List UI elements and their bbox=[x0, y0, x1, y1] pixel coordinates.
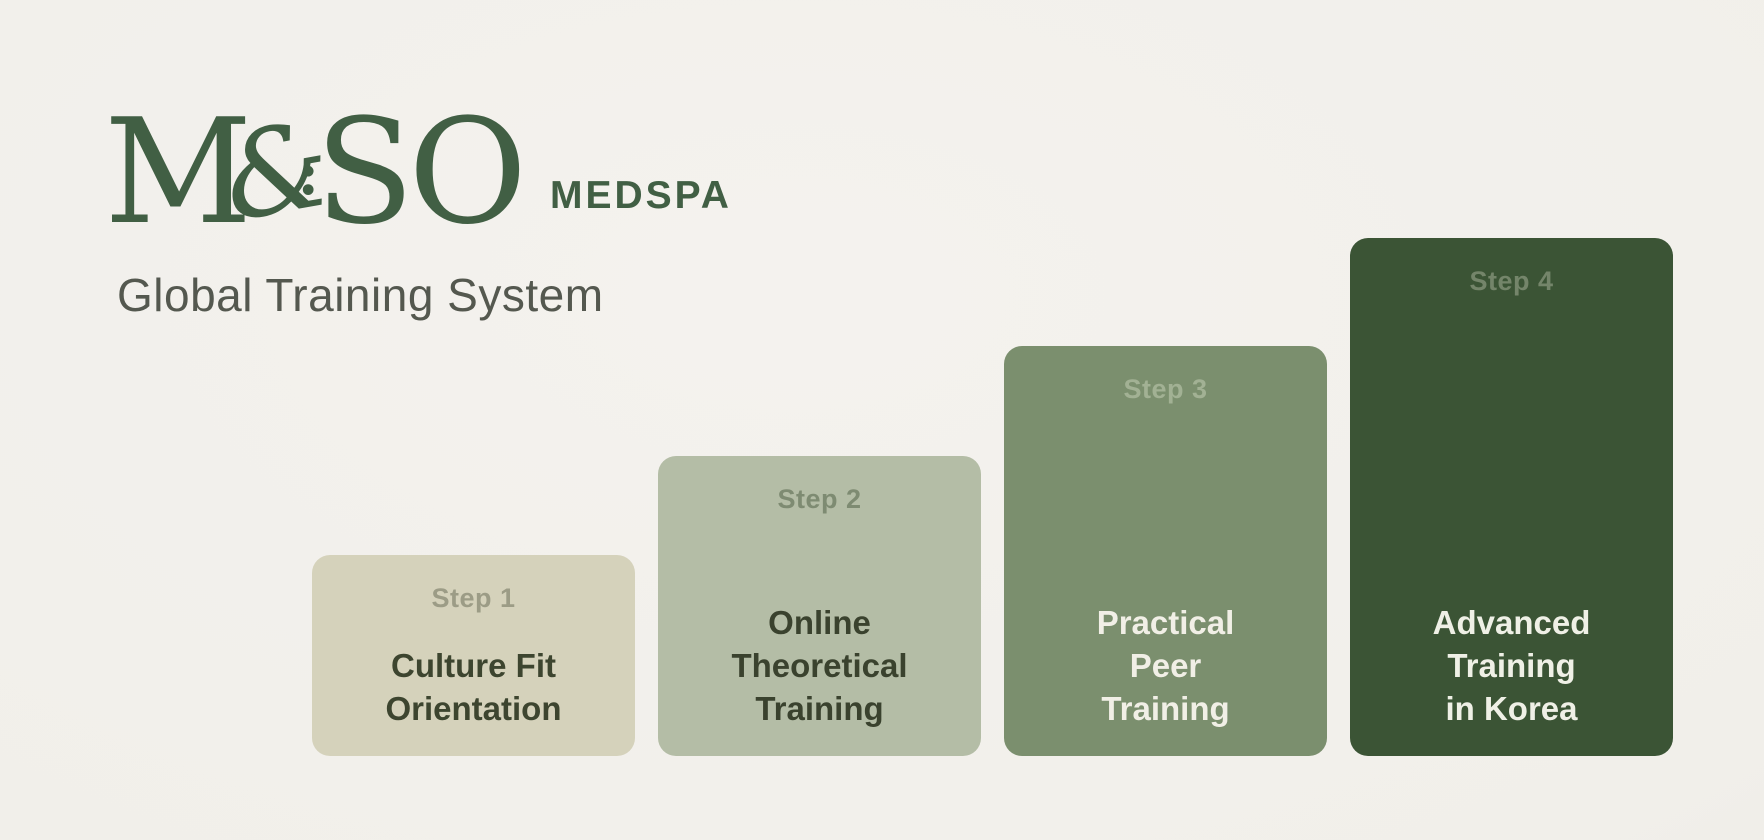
step-card-1: Step 1 Culture Fit Orientation bbox=[312, 555, 635, 756]
step-3-label: Step 3 bbox=[1123, 374, 1208, 404]
step-card-3: Step 3 Practical Peer Training bbox=[1004, 346, 1327, 756]
step-card-4: Step 4 Advanced Training in Korea bbox=[1350, 238, 1673, 756]
logo-wordmark: M&:SO bbox=[104, 94, 527, 275]
brand-logo: M&:SO MEDSPA bbox=[104, 94, 790, 248]
step-4-title: Advanced Training in Korea bbox=[1432, 604, 1591, 727]
step-2-title: Online Theoretical Training bbox=[731, 604, 908, 727]
page-title: Global Training System bbox=[117, 269, 604, 321]
logo-medspa-text: MEDSPA bbox=[550, 174, 732, 217]
logo-letter-m: M bbox=[104, 88, 253, 257]
step-1-title: Culture Fit Orientation bbox=[385, 647, 562, 727]
step-card-2: Step 2 Online Theoretical Training bbox=[658, 456, 981, 756]
step-4-label: Step 4 bbox=[1469, 266, 1554, 296]
step-3-title: Practical Peer Training bbox=[1096, 604, 1235, 727]
step-1-label: Step 1 bbox=[431, 583, 516, 613]
step-2-label: Step 2 bbox=[777, 484, 862, 514]
logo-dots: : bbox=[297, 140, 319, 208]
logo-letters-so: SO bbox=[314, 88, 527, 257]
